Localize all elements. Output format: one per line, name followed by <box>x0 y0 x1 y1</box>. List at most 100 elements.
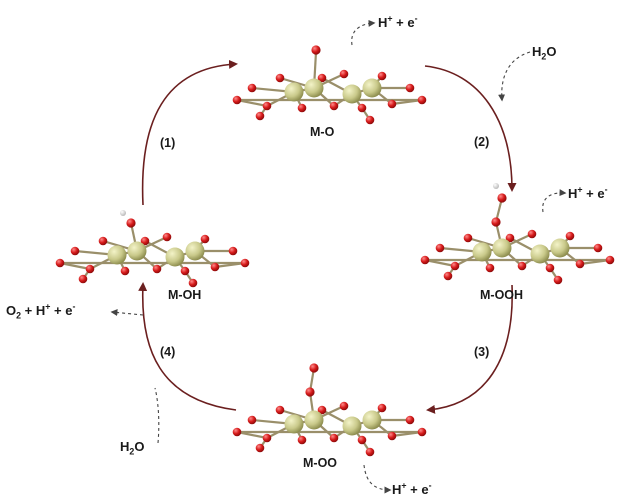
oxygen-atom <box>377 403 387 413</box>
structure-m-oh <box>55 210 250 288</box>
oxygen-atom <box>553 275 563 285</box>
oxygen-atom <box>200 234 210 244</box>
oxygen-atom <box>232 95 242 105</box>
oxygen-atom <box>317 73 327 83</box>
label-m-oh: M-OH <box>168 288 202 302</box>
label-m-ooh: M-OOH <box>480 288 524 302</box>
dashed-arrow-product-mooh <box>542 189 567 213</box>
oxygen-atom <box>317 405 327 415</box>
oxygen-atom <box>387 99 397 109</box>
oxygen-atom <box>417 95 427 105</box>
oxygen-atom <box>339 69 349 79</box>
structure-m-oo <box>232 363 427 457</box>
oxygen-atom <box>275 405 285 415</box>
oxygen-atom <box>485 263 495 273</box>
metal-atom <box>107 245 127 265</box>
species-proton-electron-3: H+ + e- <box>392 480 432 497</box>
oxygen-atom <box>387 431 397 441</box>
oxygen-atom <box>55 258 65 268</box>
oxygen-atom <box>262 101 272 111</box>
structure-m-ooh <box>420 183 615 285</box>
species-water-2: H2O <box>120 439 145 457</box>
metal-atom <box>165 247 185 267</box>
species-proton-electron-2: H+ + e- <box>568 184 608 201</box>
oxygen-atom <box>152 264 162 274</box>
oxygen-atom <box>593 243 603 253</box>
oxygen-atom <box>365 447 375 457</box>
arrow-step-1 <box>141 59 238 206</box>
metal-atom <box>284 414 304 434</box>
oxygen-atom <box>210 262 220 272</box>
oxygen-atom <box>357 103 367 113</box>
oxygen-atom <box>450 261 460 271</box>
oxygen-atom <box>262 433 272 443</box>
oxygen-atom <box>339 401 349 411</box>
metal-atom <box>304 410 324 430</box>
metal-atom <box>342 416 362 436</box>
arrow-step-4 <box>138 282 237 411</box>
species-oxygen-release: O2 + H+ + e- <box>6 301 76 321</box>
oxygen-atom <box>605 255 615 265</box>
oxygen-atom <box>275 73 285 83</box>
oxygen-atom <box>575 259 585 269</box>
metal-atom <box>185 241 205 261</box>
oxygen-atom <box>365 115 375 125</box>
oxygen-atom <box>255 111 265 121</box>
oxygen-atom <box>247 415 257 425</box>
label-m-oo: M-OO <box>303 456 338 470</box>
oxygen-atom <box>329 433 339 443</box>
oxygen-atom <box>357 435 367 445</box>
oxygen-atom <box>527 229 537 239</box>
species-water-1: H2O <box>532 44 557 62</box>
oxygen-atom <box>247 83 257 93</box>
oxygen-atom <box>85 264 95 274</box>
oxygen-atom <box>228 246 238 256</box>
oxygen-atom <box>405 83 415 93</box>
oxygen-atom <box>435 243 445 253</box>
label-m-o: M-O <box>310 125 335 139</box>
oxygen-atom <box>443 271 453 281</box>
adsorbate-oxygen-atom <box>305 387 315 397</box>
metal-atom <box>127 241 147 261</box>
oxygen-atom <box>297 103 307 113</box>
oxygen-atom <box>162 232 172 242</box>
oxygen-atom <box>78 274 88 284</box>
dashed-arrow-product-moo <box>363 464 392 494</box>
oxygen-atom <box>140 236 150 246</box>
oxygen-atom <box>377 71 387 81</box>
metal-atom <box>362 410 382 430</box>
oxygen-atom <box>240 258 250 268</box>
oxygen-atom <box>70 246 80 256</box>
oxygen-atom <box>297 435 307 445</box>
oxygen-atom <box>255 443 265 453</box>
metal-atom <box>530 244 550 264</box>
oxygen-atom <box>565 231 575 241</box>
arrow-step-2 <box>424 65 517 192</box>
species-proton-electron-1: H+ + e- <box>378 13 418 30</box>
adsorbate-oxygen-atom <box>311 45 321 55</box>
metal-atom <box>550 238 570 258</box>
metal-atom <box>362 78 382 98</box>
metal-atom <box>472 242 492 262</box>
oxygen-atom <box>463 233 473 243</box>
hydrogen-atom <box>120 210 126 216</box>
adsorbate-oxygen-atom <box>309 363 319 373</box>
oxygen-atom <box>98 236 108 246</box>
oxygen-atom <box>545 263 555 273</box>
metal-atom <box>492 238 512 258</box>
structure-m-o <box>232 45 427 125</box>
adsorbate-oxygen-atom <box>126 218 136 228</box>
oxygen-atom <box>329 101 339 111</box>
hydrogen-atom <box>493 183 499 189</box>
step-label-3: (3) <box>474 345 490 359</box>
arrow-step-3 <box>426 284 513 414</box>
dashed-arrow-water-in-2 <box>498 51 531 102</box>
oxygen-atom <box>188 278 198 288</box>
dashed-arrow-water-in-4 <box>154 387 160 444</box>
step-label-4: (4) <box>160 345 176 359</box>
oxygen-atom <box>420 255 430 265</box>
dashed-arrow-product-mo <box>351 19 376 46</box>
oxygen-atom <box>505 233 515 243</box>
oxygen-atom <box>405 415 415 425</box>
